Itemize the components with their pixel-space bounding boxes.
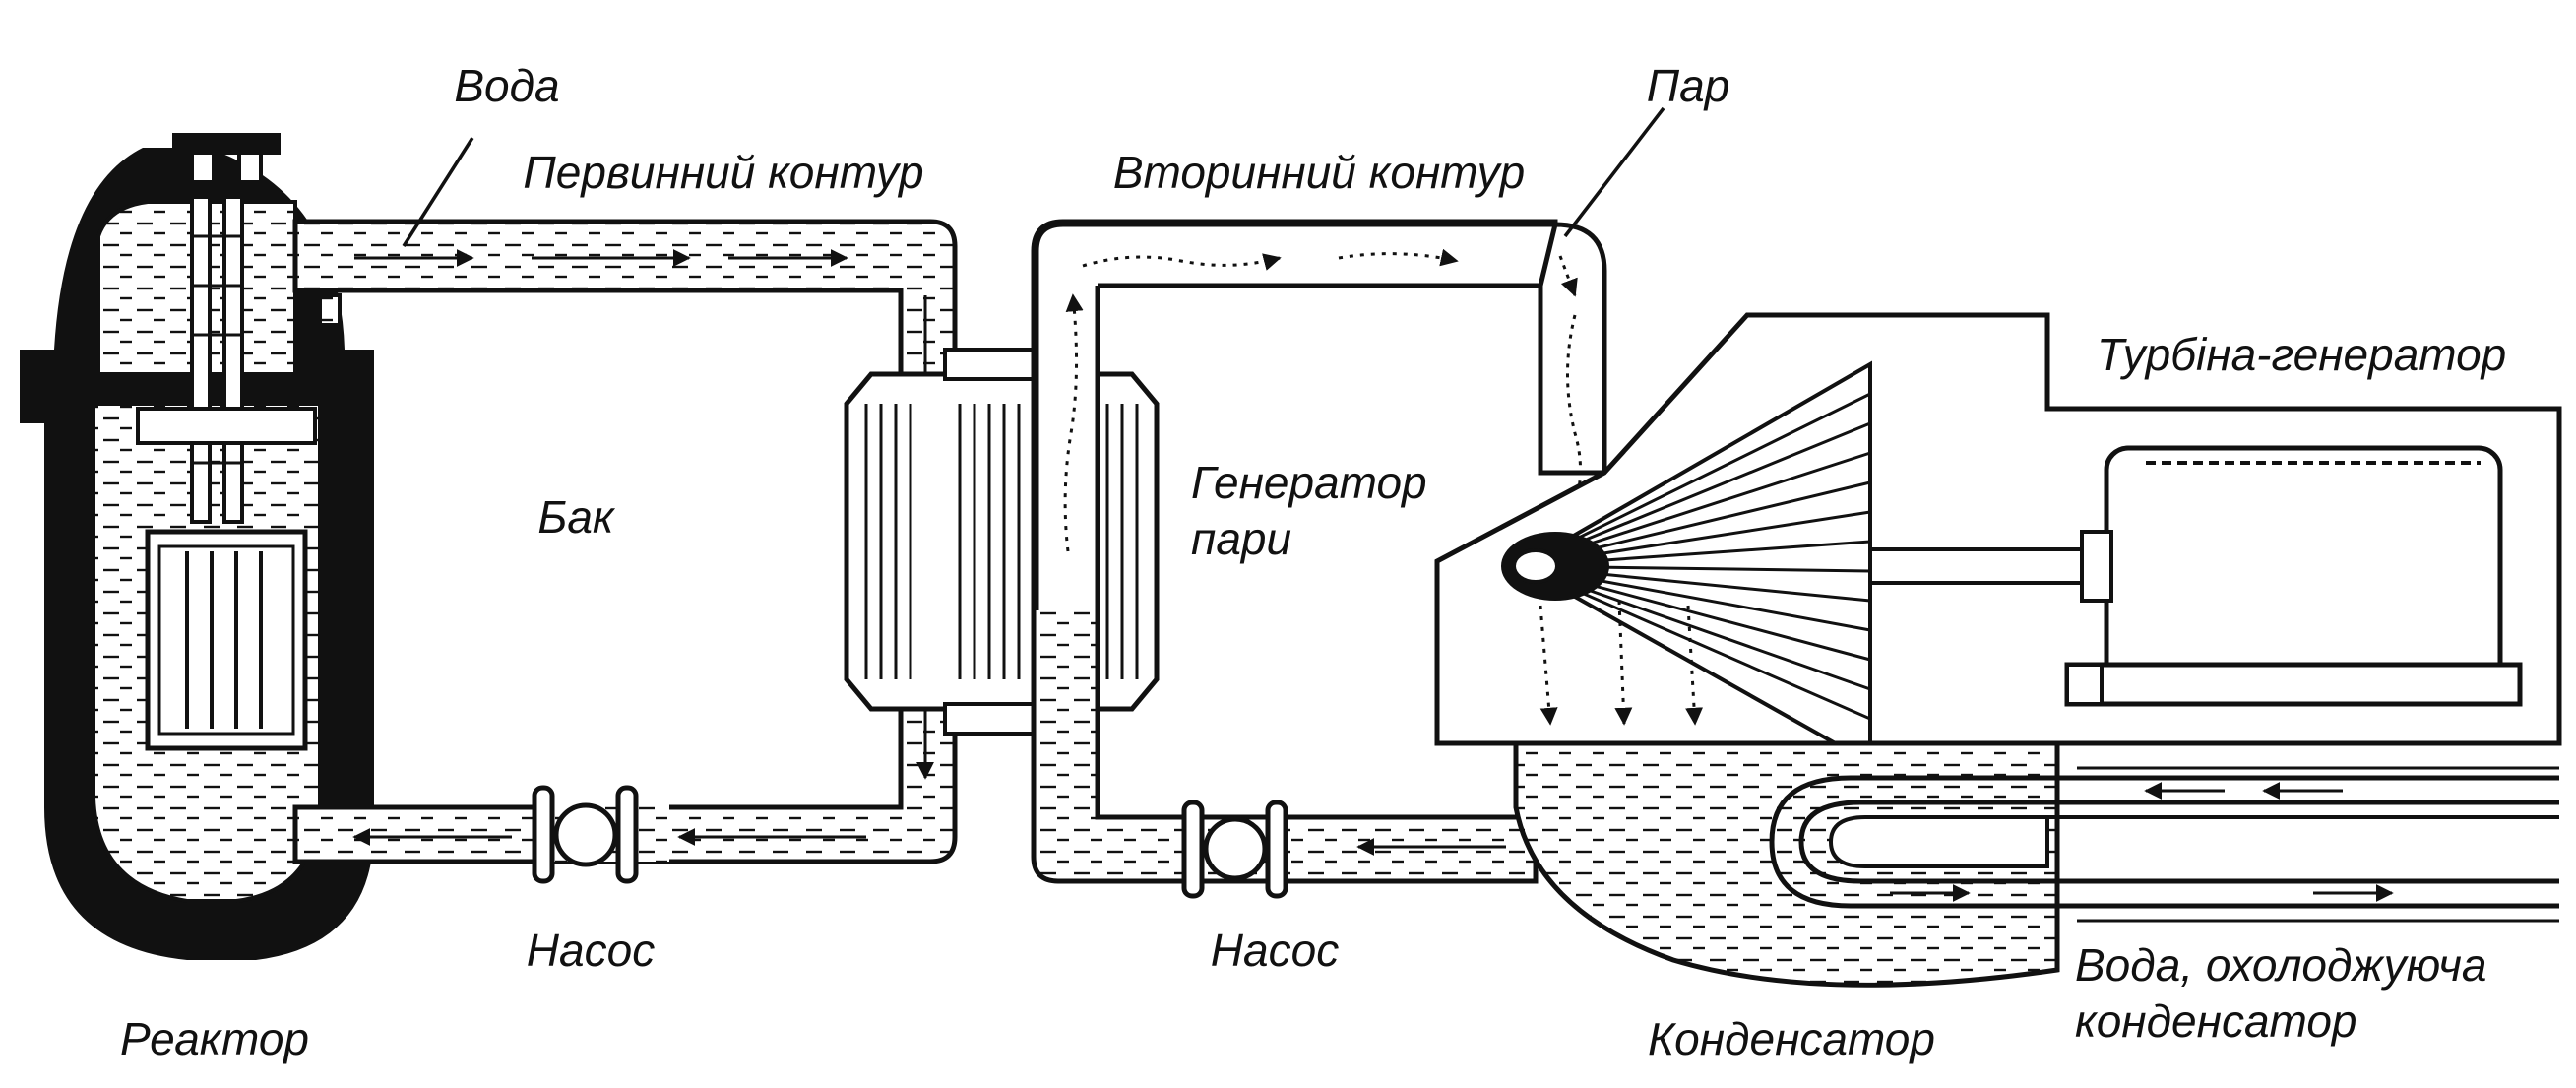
- steam-duct: [1538, 222, 1607, 514]
- label-pump-left: Насос: [526, 925, 656, 976]
- label-cooling-water-2: конденсатор: [2075, 995, 2357, 1047]
- steam-generator: [844, 348, 1160, 736]
- leader-lines: [402, 106, 1665, 247]
- label-cooling-water-1: Вода, охолоджуюча: [2075, 939, 2487, 991]
- label-reactor: Реактор: [119, 1013, 310, 1064]
- pump-left: [532, 785, 669, 884]
- label-turbine-generator: Турбіна-генератор: [2097, 329, 2507, 380]
- reactor-vessel: [20, 133, 374, 960]
- label-steam-generator-2: пари: [1191, 513, 1292, 564]
- label-steam: Пар: [1646, 60, 1730, 111]
- condenser-tank: [1513, 740, 2559, 988]
- label-primary-loop: Первинний контур: [523, 147, 924, 198]
- label-tank: Бак: [537, 491, 614, 543]
- label-pump-right: Насос: [1210, 925, 1340, 976]
- pump-right: [1181, 800, 1288, 899]
- turbine-fan: [1501, 360, 2108, 767]
- label-secondary-loop: Вторинний контур: [1112, 147, 1526, 198]
- electric-generator: [2064, 445, 2523, 707]
- label-condenser: Конденсатор: [1648, 1013, 1935, 1064]
- label-steam-generator-1: Генератор: [1191, 457, 1427, 508]
- label-water: Вода: [454, 60, 560, 111]
